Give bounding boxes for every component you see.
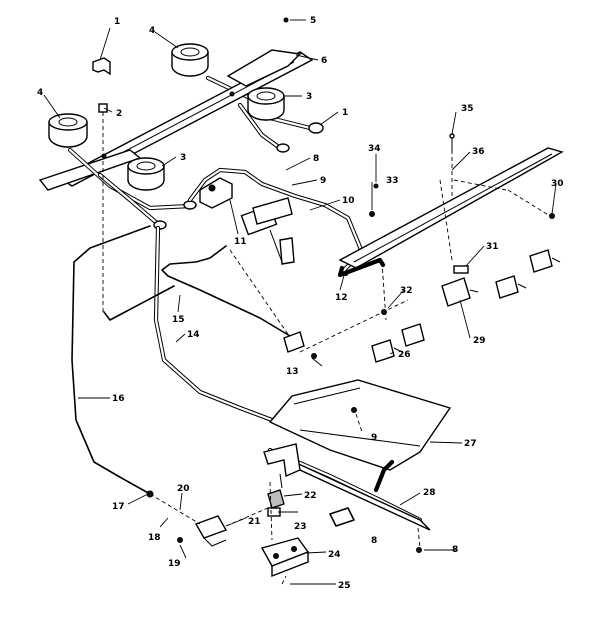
callout-2: 2 (116, 109, 122, 119)
callout-19: 19 (168, 559, 181, 569)
burner-assembly (38, 43, 324, 230)
callout-16: 16 (112, 394, 125, 404)
callout-8-middle: 8 (371, 536, 377, 546)
thermostat-valve (441, 277, 471, 307)
callout-28: 28 (423, 488, 436, 498)
callout-25: 25 (338, 581, 351, 591)
callout-9-top: 9 (320, 176, 326, 186)
burner-clip (92, 57, 111, 76)
thermocouple-tube (71, 225, 151, 495)
callout-17: 17 (112, 502, 125, 512)
callout-36: 36 (472, 147, 485, 157)
callout-35: 35 (461, 104, 474, 114)
spreader-bracket (226, 49, 302, 87)
callout-4-left: 4 (37, 88, 43, 98)
fasteners (146, 17, 555, 553)
callout-3-right: 3 (306, 92, 312, 102)
spacer (98, 103, 108, 113)
manifold-pipe (187, 147, 564, 278)
callout-30: 30 (551, 179, 564, 189)
callout-31: 31 (486, 242, 499, 252)
callout-1-clip: 1 (114, 17, 120, 27)
valve-group (199, 177, 561, 363)
callout-24: 24 (328, 550, 341, 560)
callout-14: 14 (187, 330, 200, 340)
callout-1-tube: 1 (342, 108, 348, 118)
callout-3-left: 3 (180, 153, 186, 163)
broil-burner-tube (161, 245, 291, 337)
callout-23: 23 (294, 522, 307, 532)
callout-8-bottom: 8 (452, 545, 458, 555)
callout-33: 33 (386, 176, 399, 186)
callout-22: 22 (304, 491, 317, 501)
burner-head-rear-left (48, 113, 88, 148)
callout-12: 12 (335, 293, 348, 303)
burner-baffle (268, 379, 452, 471)
callout-10: 10 (342, 196, 355, 206)
callout-8-top: 8 (313, 154, 319, 164)
callout-20: 20 (177, 484, 190, 494)
callout-18: 18 (148, 533, 161, 543)
burner-head-front-left (127, 157, 165, 191)
callout-9-baffle: 9 (371, 433, 377, 443)
oven-burner (263, 379, 452, 531)
callout-4-rear: 4 (149, 26, 155, 36)
leader-lines (43, 19, 557, 585)
callout-5: 5 (310, 16, 316, 26)
callout-15: 15 (172, 315, 185, 325)
callout-6: 6 (321, 56, 327, 66)
burner-head-front-right (247, 87, 285, 121)
callout-11: 11 (234, 237, 247, 247)
burner-head-rear-right (171, 43, 209, 77)
callout-labels: 1 2 4 5 6 3 1 4 3 8 9 10 11 12 13 14 15 … (37, 16, 564, 591)
oven-safety-valve (260, 537, 310, 578)
callout-26: 26 (398, 350, 411, 360)
callout-21: 21 (248, 517, 261, 527)
callout-32: 32 (400, 286, 413, 296)
callout-13: 13 (286, 367, 299, 377)
callout-27: 27 (464, 439, 477, 449)
callout-34: 34 (368, 144, 381, 154)
callout-29: 29 (473, 336, 486, 346)
